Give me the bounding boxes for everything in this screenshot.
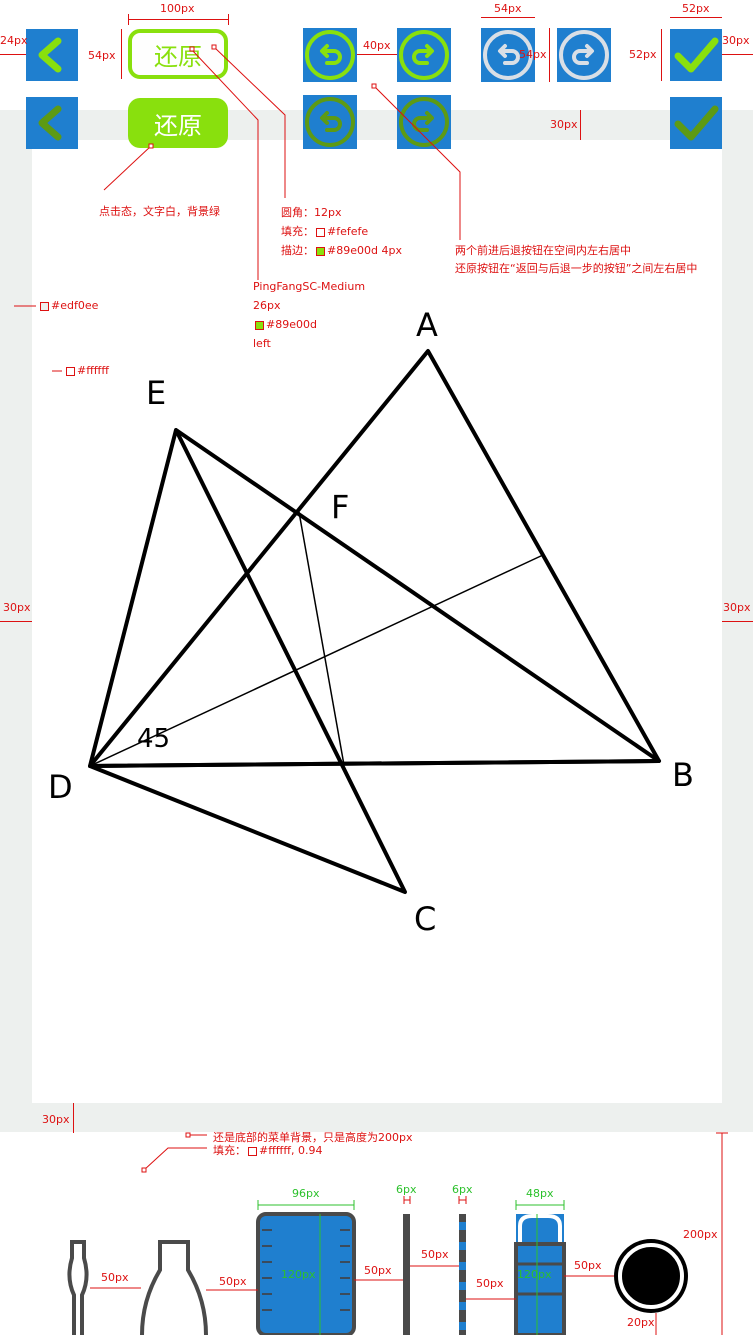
measure-label: 54px (519, 48, 547, 61)
vertex-label-b: B (672, 756, 694, 794)
measure-label: 50px (574, 1259, 602, 1272)
measure-label: 30px (550, 118, 578, 131)
measure-label: 48px (526, 1187, 554, 1200)
undo-icon (483, 30, 533, 80)
background-color-note: #edf0ee (38, 299, 98, 312)
measure-line (0, 621, 32, 622)
back-chevron-icon (38, 37, 62, 73)
measure-label: 52px (629, 48, 657, 61)
measure-label: 24px (0, 34, 28, 47)
measure-line (722, 621, 753, 622)
redo-icon (399, 30, 449, 80)
segment-fc (298, 511, 345, 766)
measure-line (549, 28, 550, 82)
measure-label: 54px (88, 49, 116, 62)
font-align-note: left (253, 337, 271, 350)
confirm-button-pressed[interactable] (670, 97, 722, 149)
measure-label: 30px (722, 34, 750, 47)
measure-tick (228, 14, 229, 25)
canvas-color-note: #ffffff (64, 364, 109, 377)
undo-disabled-button[interactable] (481, 28, 535, 82)
triangle-ebd (88, 428, 661, 768)
measure-label: 200px (683, 1228, 718, 1241)
undo-button-pressed[interactable] (303, 95, 357, 149)
measure-line (722, 54, 753, 55)
undo-icon (305, 30, 355, 80)
back-chevron-icon (38, 105, 62, 141)
measure-label: 50px (421, 1248, 449, 1261)
measure-label: 120px (281, 1268, 316, 1281)
drawing-canvas[interactable] (32, 140, 722, 1103)
measure-label: 40px (363, 39, 391, 52)
radius-note: 圆角：12px (281, 206, 342, 219)
measure-label: 6px (396, 1183, 417, 1196)
measure-line (121, 29, 122, 79)
measure-label: 54px (494, 2, 522, 15)
vertex-label-a: A (416, 306, 438, 344)
measure-label: 50px (364, 1264, 392, 1277)
measure-label: 50px (101, 1271, 129, 1284)
segment-d-ab (89, 554, 544, 767)
back-button[interactable] (26, 29, 78, 81)
rod-icon (403, 1214, 410, 1335)
vertex-label-d: D (48, 768, 73, 806)
measure-line (357, 54, 397, 55)
triangle-dce (89, 429, 407, 894)
redo-icon (559, 30, 609, 80)
redo-button[interactable] (397, 28, 451, 82)
stroke-note: 描边：#89e00d 4px (281, 244, 402, 257)
measure-label: 50px (476, 1277, 504, 1290)
redo-disabled-button[interactable] (557, 28, 611, 82)
measure-label: 30px (723, 601, 751, 614)
dotted-rod-icon (459, 1214, 466, 1335)
measure-line (670, 17, 722, 18)
back-button-pressed[interactable] (26, 97, 78, 149)
measure-label: 52px (682, 2, 710, 15)
center-note-2: 还原按钮在“返回与后退一步的按钮”之间左右居中 (455, 262, 698, 275)
beaker-icon (256, 1212, 356, 1335)
font-color-note: #89e00d (253, 318, 317, 331)
undo-button[interactable] (303, 28, 357, 82)
measure-label: 50px (219, 1275, 247, 1288)
angle-label: 45 (137, 724, 171, 754)
menu-note-2: 填充：#ffffff, 0.94 (213, 1144, 323, 1157)
confirm-button[interactable] (670, 29, 722, 81)
vertex-label-c: C (414, 900, 437, 938)
measure-label: 6px (452, 1183, 473, 1196)
measure-line (580, 110, 581, 140)
measure-line (128, 19, 229, 20)
check-icon (674, 37, 719, 73)
measure-label: 96px (292, 1187, 320, 1200)
bottle-icon (67, 1240, 89, 1335)
font-size-note: 26px (253, 299, 281, 312)
circle-button-icon (614, 1239, 688, 1313)
measure-line (0, 54, 26, 55)
measure-tick (128, 14, 129, 25)
measure-label: 30px (3, 601, 31, 614)
menu-note-1: 还是底部的菜单背景，只是高度为200px (213, 1131, 413, 1144)
fill-note: 填充：#fefefe (281, 225, 369, 238)
pressed-state-note: 点击态，文字白，背景绿 (99, 205, 220, 218)
measure-line (661, 29, 662, 81)
cylinder-icon (514, 1214, 566, 1335)
measure-label: 20px (627, 1316, 655, 1329)
vertex-label-f: F (331, 488, 350, 526)
measure-label: 100px (160, 2, 195, 15)
measure-line (481, 17, 535, 18)
measure-label: 120px (517, 1268, 552, 1281)
measure-label: 30px (42, 1113, 70, 1126)
measure-line (73, 1103, 74, 1133)
check-icon (674, 105, 719, 141)
vertex-label-e: E (146, 374, 167, 412)
font-name-note: PingFangSC-Medium (253, 280, 366, 293)
center-note-1: 两个前进后退按钮在空间内左右居中 (455, 244, 631, 257)
flask-icon (140, 1240, 208, 1335)
undo-icon (305, 97, 355, 147)
